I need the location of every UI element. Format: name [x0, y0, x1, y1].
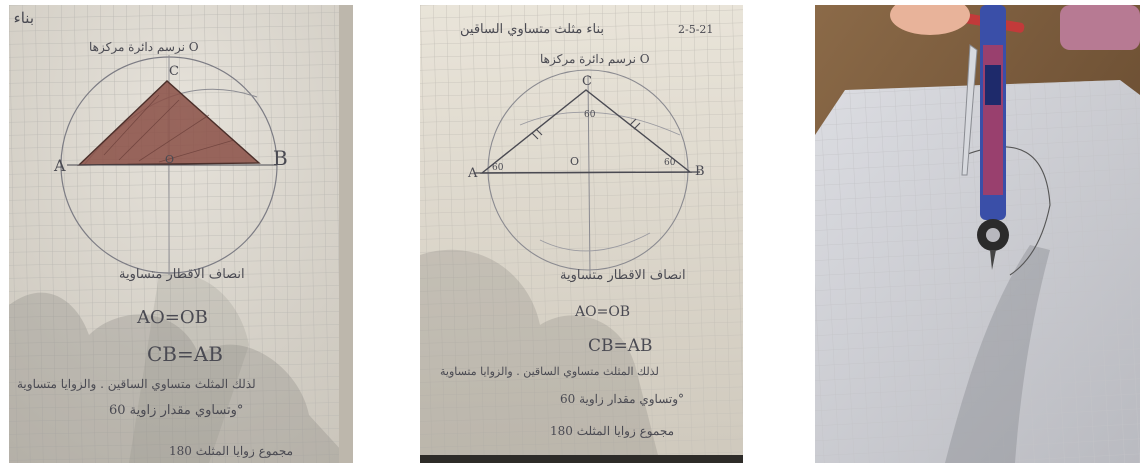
- radii-note: انصاف الاقطار متساوية: [119, 267, 245, 282]
- conclusion-line-1: لذلك المثلث متساوي الساقين . والزوايا مت…: [440, 365, 659, 378]
- equation-cb-ab: CB=AB: [588, 336, 653, 356]
- point-a-label: A: [467, 166, 478, 181]
- point-b-label: B: [273, 146, 288, 170]
- conclusion-line-2: وتساوي مقدار زاوية 60°: [560, 392, 684, 406]
- compass-photo: [815, 5, 1140, 463]
- title-text: بناء مثلث متساوي الساقين: [460, 22, 604, 37]
- conclusion-line-3: مجموع زوايا المثلث 180: [550, 424, 674, 438]
- notebook-photo-1: C A B O بناء مثلث متساوي الساقين نرسم دا…: [9, 5, 353, 463]
- angle-a-label: 60: [492, 163, 504, 173]
- compass-pencil-leg: [961, 44, 978, 176]
- conclusion-line-2: وتساوي مقدار زاوية 60°: [109, 403, 243, 418]
- compass-needle: [990, 250, 996, 270]
- hand-shadow: [9, 292, 353, 463]
- point-b-label: B: [695, 164, 705, 179]
- equation-ao-ob: AO=OB: [574, 304, 630, 320]
- angle-b-label: 60: [664, 158, 676, 168]
- equation-cb-ab: CB=AB: [147, 342, 223, 366]
- hand: [890, 5, 970, 35]
- angle-c-label: 60: [584, 110, 596, 120]
- point-c-label: C: [169, 64, 179, 79]
- conclusion-line-1: لذلك المثلث متساوي الساقين . والزوايا مت…: [17, 377, 256, 391]
- point-a-label: A: [53, 156, 66, 175]
- equation-ao-ob: AO=OB: [136, 307, 208, 328]
- subtitle-text: نرسم دائرة مركزها O: [89, 40, 199, 54]
- radii-note: انصاف الاقطار متساوية: [560, 268, 686, 283]
- conclusion-line-3: مجموع زوايا المثلث 180: [169, 444, 293, 458]
- point-c-label: C: [582, 74, 592, 89]
- title-text: بناء مثلث متساوي الساقين: [9, 9, 34, 27]
- notebook-photo-2: C A B O 60 60 60 2-5-21 بناء مثلث متساوي…: [420, 5, 743, 463]
- shaded-triangle: [79, 81, 259, 165]
- point-o-label: O: [165, 153, 174, 166]
- subtitle-text: نرسم دائرة مركزها O: [540, 52, 650, 66]
- pencil-case: [1060, 5, 1140, 50]
- date-text: 2-5-21: [678, 23, 713, 36]
- point-o-label: O: [570, 155, 579, 168]
